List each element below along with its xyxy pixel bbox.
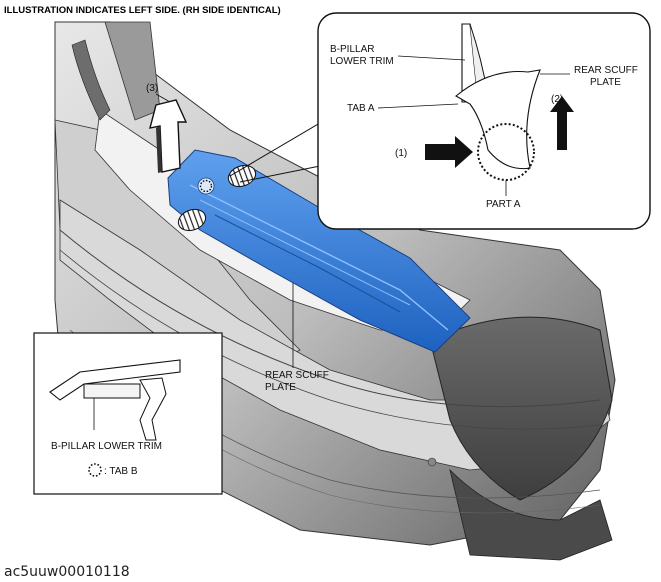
step-3-arrow [149,99,188,173]
detail-b-pillar-label-line1: B-PILLAR [330,44,374,55]
step-2-arrow [550,96,574,150]
rear-scuff-plate-label-line1: REAR SCUFF [265,370,329,381]
detail-rear-scuff-label-line2: PLATE [590,77,621,88]
figure-caption: ac5uuw00010118 [4,564,130,580]
step-3-label: (3) [146,83,158,94]
step-1-label: (1) [395,148,407,159]
step-2-label: (2) [551,94,563,105]
part-a-label: PART A [486,199,521,210]
hatched-clip-upper [227,164,257,188]
tab-b-legend-icon [88,463,102,477]
tab-a-label: TAB A [347,103,375,114]
step-1-arrow [425,136,473,168]
inset-b-pillar-label: B-PILLAR LOWER TRIM [51,441,162,452]
detail-b-pillar-label-line2: LOWER TRIM [330,56,394,67]
tab-b-legend-label: : TAB B [104,466,138,477]
hatched-clip-lower [177,208,207,232]
inset-box [33,332,223,495]
rear-scuff-plate-label-line2: PLATE [265,382,296,393]
header-title: ILLUSTRATION INDICATES LEFT SIDE. (RH SI… [4,5,281,16]
rear-scuff-plate-part [167,149,471,353]
detail-callout-box [317,12,651,230]
detail-rear-scuff-label-line1: REAR SCUFF [574,65,638,76]
